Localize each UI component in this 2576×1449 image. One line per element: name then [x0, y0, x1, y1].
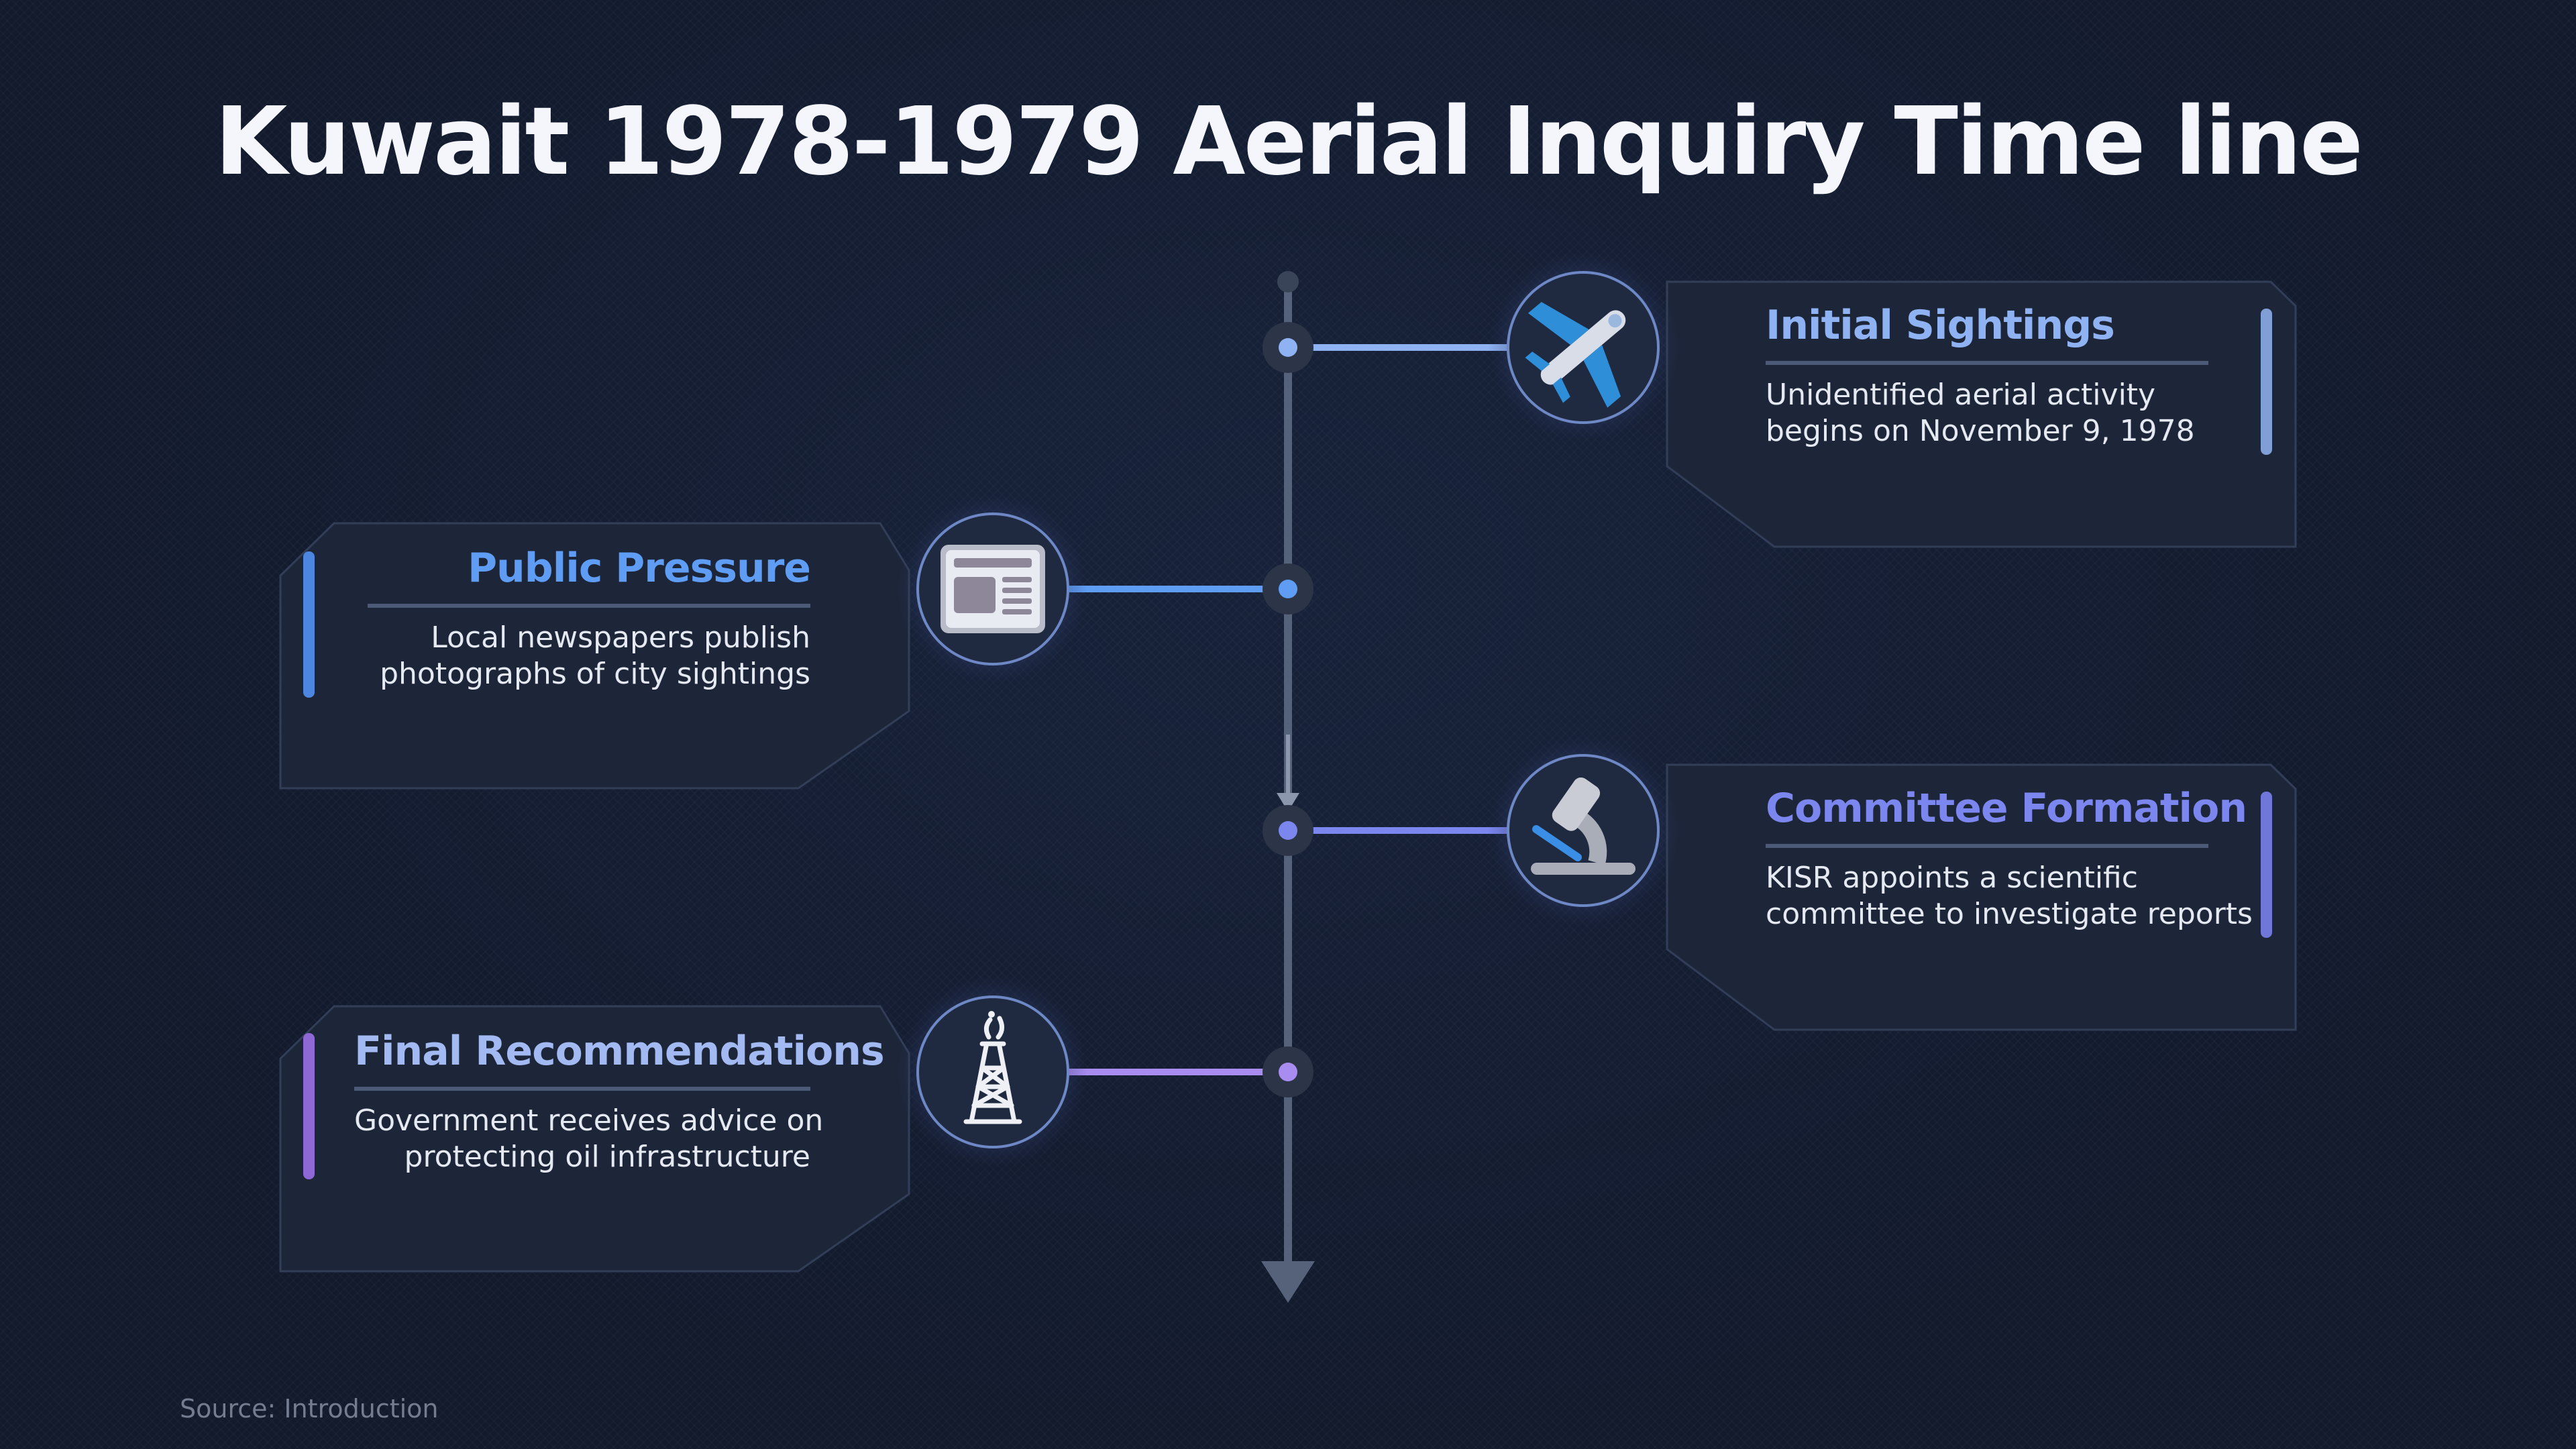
node-dot-initial-sightings [1279, 338, 1297, 357]
event-title: Final Recommendations [354, 1028, 885, 1091]
node-dot-final-recommendations [1279, 1063, 1297, 1081]
event-description-line: photographs of city sightings [380, 657, 810, 691]
card-text-final-recommendations: Final Recommendations Government receive… [354, 1028, 885, 1175]
card-text-committee-formation: Committee Formation KISR appoints a scie… [1766, 785, 2253, 932]
event-description-line: committee to investigate reports [1766, 897, 2253, 931]
event-description-line: protecting oil infrastructure [404, 1140, 810, 1174]
event-description: Unidentified aerial activity begins on N… [1766, 377, 2208, 449]
node-dot-committee-formation [1279, 821, 1297, 840]
timeline-axis-arrowhead [1261, 1261, 1315, 1303]
timeline-mid-arrow-head [1277, 793, 1299, 812]
page-title: Kuwait 1978-1979 Aerial Inquiry Time lin… [214, 87, 2363, 197]
event-initial-sightings [1263, 252, 2297, 548]
event-title: Initial Sightings [1766, 302, 2208, 365]
microscope-icon [1531, 777, 1635, 875]
card-public-pressure [279, 522, 910, 790]
card-text-public-pressure: Public Pressure Local newspapers publish… [368, 545, 811, 692]
accent-bar-public-pressure [303, 551, 315, 698]
card-committee-formation [1666, 763, 2297, 1031]
event-title: Public Pressure [368, 545, 811, 608]
event-title: Committee Formation [1766, 785, 2247, 848]
event-description: KISR appoints a scientific committee to … [1766, 860, 2253, 932]
event-description-line: Unidentified aerial activity [1766, 378, 2156, 412]
event-description-line: Government receives advice on [354, 1104, 824, 1138]
event-committee-formation [1263, 735, 2297, 1031]
node-dot-public-pressure [1279, 580, 1297, 598]
event-description-line: KISR appoints a scientific [1766, 861, 2138, 895]
timeline-axis-start-cap [1277, 271, 1299, 292]
airplane-icon [1525, 302, 1626, 408]
accent-bar-committee-formation [2261, 792, 2272, 938]
event-description: Government receives advice on protecting… [354, 1103, 824, 1175]
card-text-initial-sightings: Initial Sightings Unidentified aerial ac… [1766, 302, 2208, 449]
accent-bar-initial-sightings [2261, 309, 2272, 455]
event-public-pressure [279, 494, 1313, 790]
card-initial-sightings [1666, 280, 2297, 548]
event-description: Local newspapers publish photographs of … [368, 620, 810, 692]
accent-bar-final-recommendations [303, 1033, 315, 1179]
event-description-line: Local newspapers publish [431, 621, 810, 655]
icon-ring-final-recommendations [916, 996, 1069, 1148]
source-note: Source: Introduction [180, 1394, 439, 1424]
card-final-recommendations [279, 1005, 910, 1273]
newspaper-icon [941, 545, 1045, 633]
event-description-line: begins on November 9, 1978 [1766, 414, 2195, 448]
oil-derrick-icon [963, 1011, 1022, 1124]
event-final-recommendations [279, 977, 1313, 1273]
